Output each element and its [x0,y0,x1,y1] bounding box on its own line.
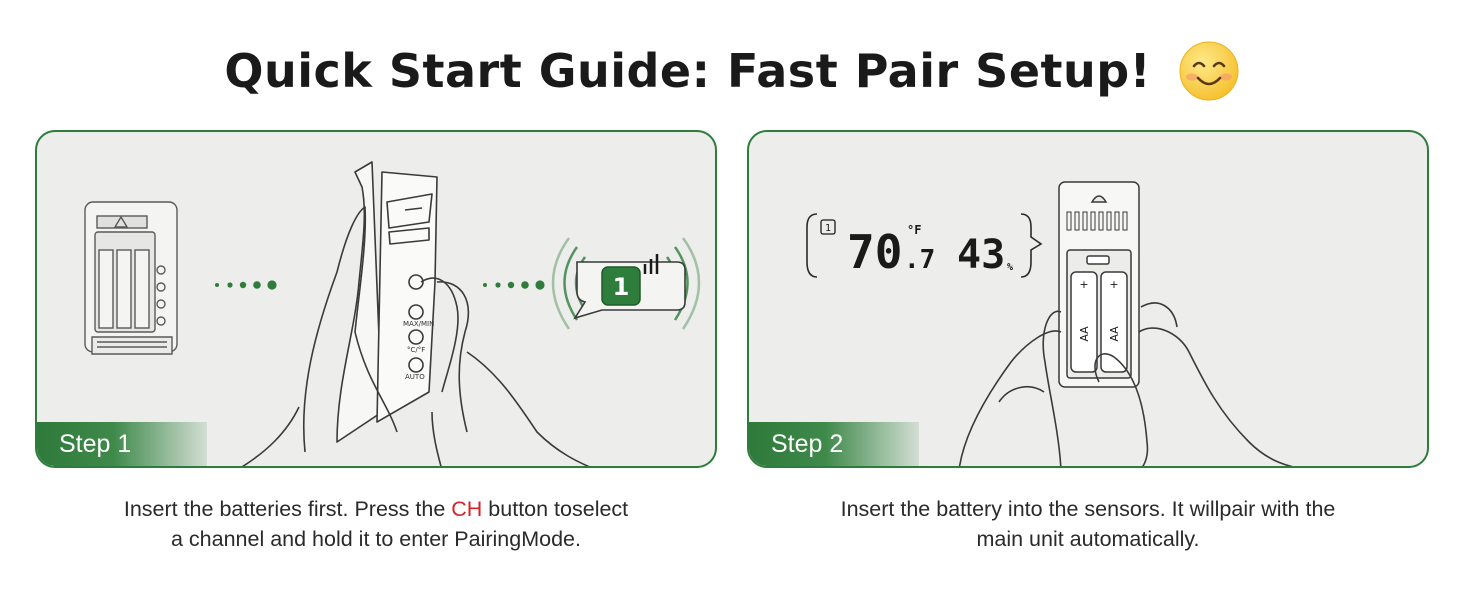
auto-label: AUTO [405,373,425,381]
step-1-caption: Insert the batteries first. Press the CH… [35,494,717,554]
unit-toggle-label: °C/°F [407,346,425,354]
lcd-temperature: 70 [847,225,902,279]
smiling-face-icon [1179,41,1239,101]
step-badge: Step 2 [749,422,919,466]
progress-dots-left [215,280,277,290]
step-2-caption-line-2: main unit automatically. [976,527,1200,551]
lcd-readout: 1 70 .7 °F 43 % [820,219,1013,279]
step-2-panel: 1 70 .7 °F 43 % + + AA AA [747,130,1429,468]
lcd-humidity-unit: % [1007,262,1013,273]
step-1-caption-line-1: Insert the batteries first. Press the CH… [123,497,629,521]
step-2-caption: Insert the battery into the sensors. It … [747,494,1429,554]
lcd-humidity: 43 [957,232,1005,278]
page-title-row: Quick Start Guide: Fast Pair Setup! [0,40,1464,102]
battery-2-plus: + [1109,278,1118,291]
lcd-channel: 1 [825,223,831,234]
step-badge: Step 1 [37,422,207,466]
step-1-caption-line-2: a channel and hold it to enter PairingMo… [171,527,581,551]
maxmin-label: MAX/MIN [403,320,434,328]
sensor-back-image [84,201,178,355]
lcd-temperature-unit: °F [907,223,921,237]
page-title: Quick Start Guide: Fast Pair Setup! [224,44,1152,98]
ch-button-highlight: CH [451,497,483,521]
battery-1-label: AA [1078,326,1091,342]
lcd-temperature-decimal: .7 [904,245,935,275]
step-2-caption-line-1: Insert the battery into the sensors. It … [840,497,1336,521]
step-1-panel: MAX/MIN °C/°F AUTO 1 Step 1 [35,130,717,468]
battery-1-plus: + [1079,278,1088,291]
battery-2-label: AA [1108,326,1121,342]
sensor-battery-compartment [1058,181,1140,388]
step-2-illustration: 1 70 .7 °F 43 % + + AA AA [806,181,1293,466]
step-1-illustration: MAX/MIN °C/°F AUTO 1 [84,161,701,466]
channel-number: 1 [613,273,630,301]
device-button-labels: MAX/MIN °C/°F AUTO [403,320,434,381]
hands-holding-sensor [958,302,1293,466]
lcd-readout-bubble [806,213,1043,278]
battery-labels: + + AA AA [1078,278,1121,342]
channel-bubble-icon: 1 [573,254,686,320]
display-device-in-hand [241,161,590,466]
progress-dots-right [483,280,545,290]
